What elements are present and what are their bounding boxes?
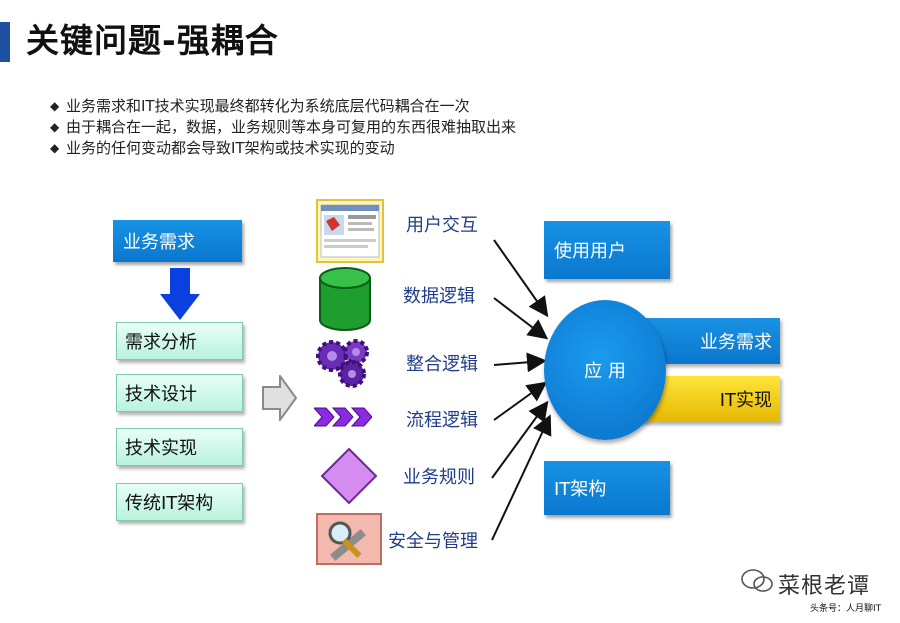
integration-logic-label: 整合逻辑 [406,354,478,375]
arrow-integration-logic [493,352,547,373]
security-tools-icon [316,513,382,565]
diamond-rule-icon [320,447,378,505]
bullet-item: ◆ 业务的任何变动都会导致IT架构或技术实现的变动 [50,138,516,159]
user-interaction-screenshot-icon [316,199,384,263]
watermark-subtitle: 头条号：人月聊IT [810,604,882,614]
chevron-flow-icon [314,407,372,427]
data-logic-label: 数据逻辑 [403,286,475,307]
bullet-text: 由于耦合在一起，数据，业务规则等本身可复用的东西很难抽取出来 [66,118,517,136]
users-box: 使用用户 [544,221,670,279]
process-logic-label: 流程逻辑 [406,410,478,431]
bullet-text: 业务需求和IT技术实现最终都转化为系统底层代码耦合在一次 [66,97,470,115]
watermark-name: 菜根老谭 [778,574,871,599]
bullet-item: ◆ 由于耦合在一起，数据，业务规则等本身可复用的东西很难抽取出来 [50,117,516,138]
title-accent-bar [0,22,10,62]
bullet-list: ◆ 业务需求和IT技术实现最终都转化为系统底层代码耦合在一次 ◆ 由于耦合在一起… [50,96,516,159]
diamond-bullet-icon: ◆ [50,141,60,155]
page-title: 关键问题-强耦合 [26,21,279,60]
down-arrow-icon [160,268,200,320]
diamond-bullet-icon: ◆ [50,99,60,113]
technical-design-box: 技术设计 [116,374,243,412]
arrow-process-logic [493,381,548,421]
wechat-icon [741,569,773,592]
business-rules-label: 业务规则 [403,467,475,488]
it-implementation-tab: IT实现 [640,376,780,422]
bullet-item: ◆ 业务需求和IT技术实现最终都转化为系统底层代码耦合在一次 [50,96,516,117]
arrow-user-interaction [493,239,549,318]
security-management-label: 安全与管理 [388,531,478,552]
requirement-analysis-box: 需求分析 [116,322,243,360]
gears-icon [316,339,369,388]
user-interaction-label: 用户交互 [406,215,478,236]
diamond-bullet-icon: ◆ [50,120,60,134]
arrow-data-logic [493,297,549,340]
database-cylinder-icon [319,267,371,331]
traditional-it-architecture-box: 传统IT架构 [116,483,243,521]
technical-implementation-box: 技术实现 [116,428,243,466]
bullet-text: 业务的任何变动都会导致IT架构或技术实现的变动 [66,139,395,157]
right-arrow-icon [262,375,298,421]
business-requirement-box: 业务需求 [113,220,242,262]
arrow-security-management [491,414,552,541]
it-architecture-box: IT架构 [544,461,670,515]
application-oval: 应 用 [544,300,666,440]
